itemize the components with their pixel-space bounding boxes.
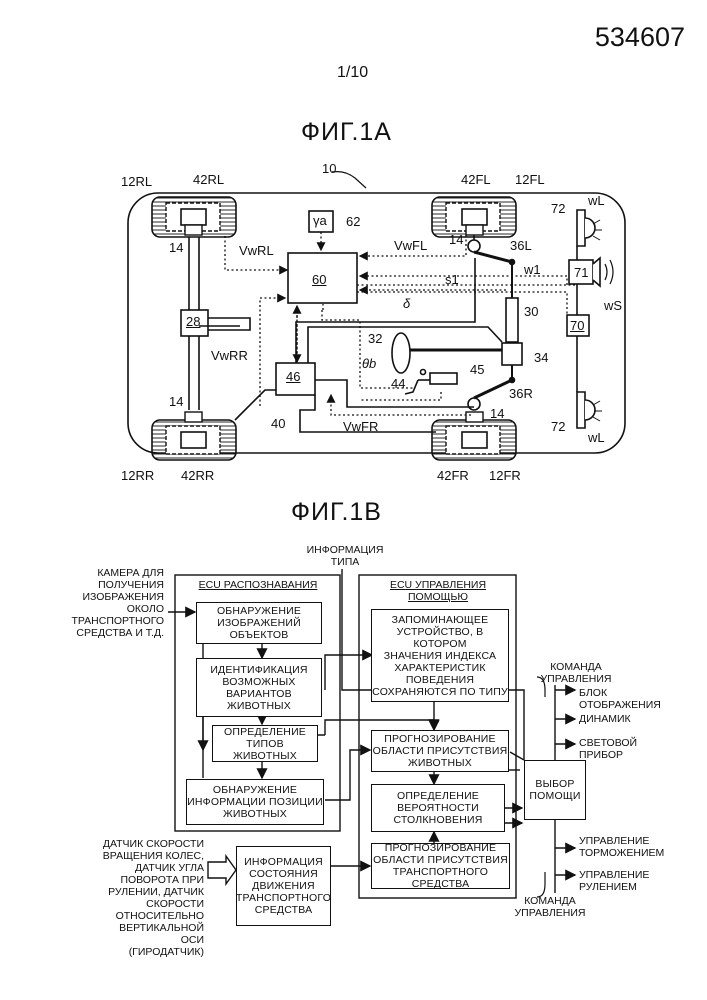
sensors-input-label: ДАТЧИК СКОРОСТИ ВРАЩЕНИЯ КОЛЕС, ДАТЧИК У… bbox=[96, 838, 204, 958]
ecu-assist-title: ECU УПРАВЛЕНИЯ ПОМОЩЬЮ bbox=[362, 579, 514, 603]
steering-control-output: УПРАВЛЕНИЕ РУЛЕНИЕМ bbox=[579, 869, 649, 893]
control-command-bottom: КОМАНДА УПРАВЛЕНИЯ bbox=[510, 895, 590, 919]
storage-device-box: ЗАПОМИНАЮЩЕЕ УСТРОЙСТВО, В КОТОРОМ ЗНАЧЕ… bbox=[371, 609, 509, 702]
speaker-output: ДИНАМИК bbox=[579, 713, 631, 725]
camera-input-label: КАМЕРА ДЛЯ ПОЛУЧЕНИЯ ИЗОБРАЖЕНИЯ ОКОЛО Т… bbox=[70, 567, 164, 639]
animal-area-prediction-box: ПРОГНОЗИРОВАНИЕ ОБЛАСТИ ПРИСУТСТВИЯ ЖИВО… bbox=[371, 730, 509, 772]
collision-probability-box: ОПРЕДЕЛЕНИЕ ВЕРОЯТНОСТИ СТОЛКНОВЕНИЯ bbox=[371, 784, 505, 832]
control-command-top: КОМАНДА УПРАВЛЕНИЯ bbox=[536, 661, 616, 685]
display-unit-output: БЛОК ОТОБРАЖЕНИЯ bbox=[579, 687, 661, 711]
position-detection-box: ОБНАРУЖЕНИЕ ИНФОРМАЦИИ ПОЗИЦИИ ЖИВОТНЫХ bbox=[186, 779, 324, 825]
vehicle-state-info-box: ИНФОРМАЦИЯ СОСТОЯНИЯ ДВИЖЕНИЯ ТРАНСПОРТН… bbox=[236, 846, 331, 926]
type-determination-box: ОПРЕДЕЛЕНИЕ ТИПОВ ЖИВОТНЫХ bbox=[212, 725, 318, 762]
light-device-output: СВЕТОВОЙ ПРИБОР bbox=[579, 737, 637, 761]
type-info-label: ИНФОРМАЦИЯ ТИПА bbox=[305, 544, 385, 568]
obj-detection-box: ОБНАРУЖЕНИЕ ИЗОБРАЖЕНИЙ ОБЪЕКТОВ bbox=[196, 602, 322, 644]
vehicle-area-prediction-box: ПРОГНОЗИРОВАНИЕ ОБЛАСТИ ПРИСУТСТВИЯ ТРАН… bbox=[371, 843, 510, 889]
assist-selection-box: ВЫБОР ПОМОЩИ bbox=[524, 760, 586, 820]
animal-identification-box: ИДЕНТИФИКАЦИЯ ВОЗМОЖНЫХ ВАРИАНТОВ ЖИВОТН… bbox=[196, 658, 322, 717]
ecu-recognition-title: ECU РАСПОЗНАВАНИЯ bbox=[178, 579, 338, 591]
brake-control-output: УПРАВЛЕНИЕ ТОРМОЖЕНИЕМ bbox=[579, 835, 664, 859]
